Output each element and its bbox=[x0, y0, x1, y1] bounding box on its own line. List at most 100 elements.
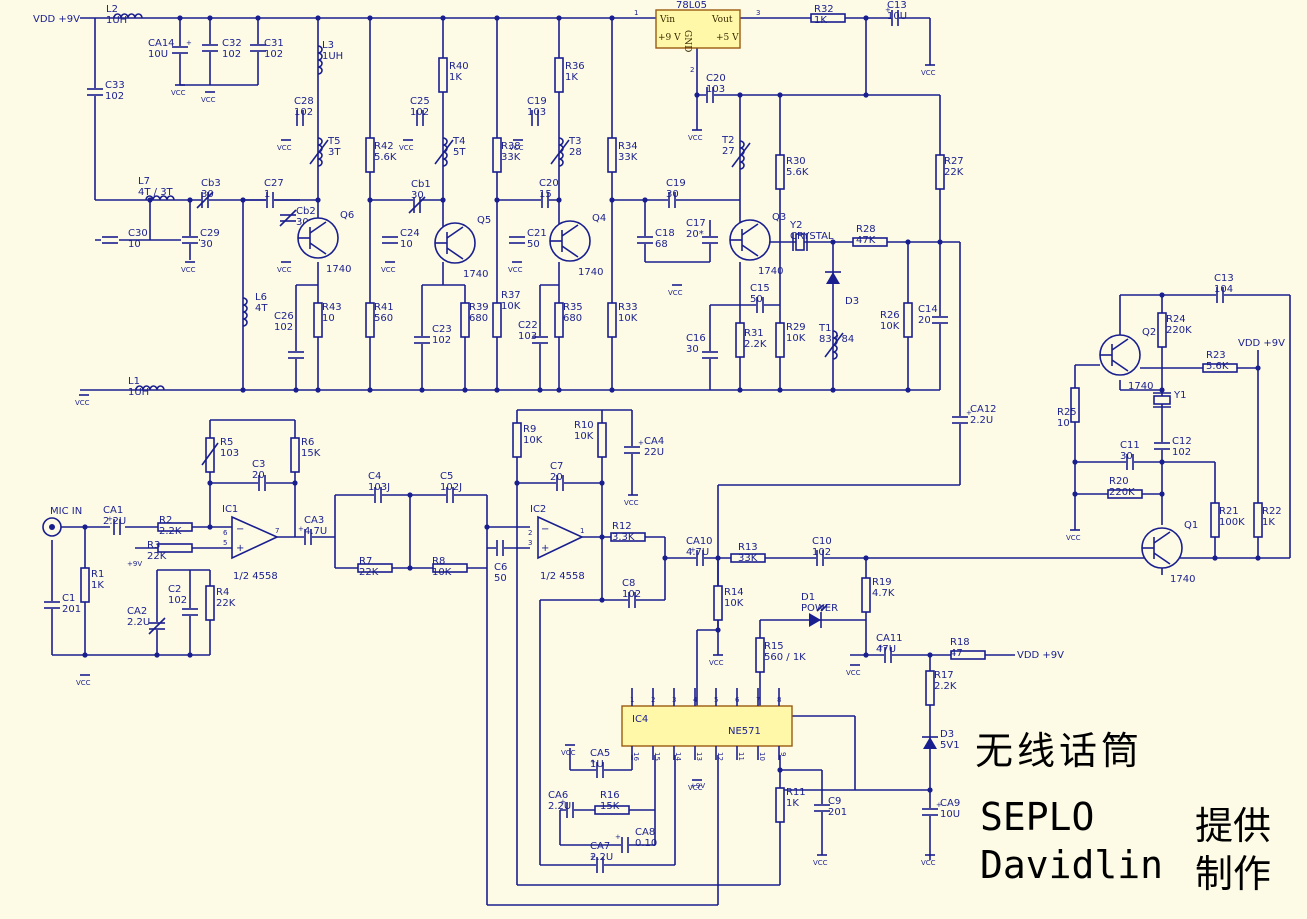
ref-r21: R21 bbox=[1219, 506, 1239, 517]
ref-r35: R35 bbox=[563, 302, 583, 313]
junction-dot bbox=[905, 387, 911, 393]
junction-dot bbox=[599, 597, 605, 603]
junction-dot bbox=[240, 197, 246, 203]
ref-y2: Y2 bbox=[789, 220, 802, 231]
ground-symbol: VCC bbox=[508, 261, 523, 274]
value-r19: 4.7K bbox=[872, 588, 895, 599]
junction-dot bbox=[407, 492, 413, 498]
ref-c20a: C20 bbox=[706, 73, 726, 84]
ref-r30: R30 bbox=[786, 156, 806, 167]
ref-l6: L6 bbox=[255, 292, 267, 303]
value-ca7: 2.2U bbox=[590, 852, 613, 863]
junction-dot bbox=[599, 480, 605, 486]
value-r11: 1K bbox=[786, 798, 799, 809]
rf-wires bbox=[80, 17, 961, 655]
ref-c29: C29 bbox=[200, 228, 220, 239]
ref-ca10: CA10 bbox=[686, 536, 713, 547]
junction-dot bbox=[715, 627, 721, 633]
junction-dot bbox=[830, 387, 836, 393]
vdd-label-top: VDD +9V bbox=[33, 14, 80, 25]
junction-dot bbox=[207, 15, 213, 21]
junction-dot bbox=[315, 387, 321, 393]
ref-ca6: CA6 bbox=[548, 790, 568, 801]
ground-label: VCC bbox=[277, 144, 292, 152]
value-r12: 3.3K bbox=[612, 532, 635, 543]
svg-text:+: + bbox=[690, 546, 696, 554]
value-r43: 10 bbox=[322, 313, 335, 324]
ic2-pin3: 3 bbox=[528, 539, 532, 547]
value-t5: 3T bbox=[328, 147, 341, 158]
value-r32: 1K bbox=[814, 15, 827, 26]
ic4-pin-5: 5 bbox=[714, 696, 718, 704]
ground-label: VCC bbox=[381, 266, 396, 274]
ref-cb2: Cb2 bbox=[296, 206, 316, 217]
value-c23: 102 bbox=[432, 335, 451, 346]
value-r3: 22K bbox=[147, 551, 167, 562]
ic2-part: 1/2 4558 bbox=[540, 571, 585, 582]
ic4-pin-4: 4 bbox=[693, 696, 698, 704]
value-r35: 680 bbox=[563, 313, 582, 324]
value-c14: 20 bbox=[918, 315, 931, 326]
value-r29: 10K bbox=[786, 333, 806, 344]
value-r8: 10K bbox=[432, 567, 452, 578]
ground-label: VCC bbox=[561, 749, 576, 757]
value-r30: 5.6K bbox=[786, 167, 809, 178]
ref-r37: R37 bbox=[501, 290, 521, 301]
ref-r24: R24 bbox=[1166, 314, 1186, 325]
ref-c9: C9 bbox=[828, 796, 841, 807]
value-r16: 15K bbox=[600, 801, 620, 812]
value-cb1: 30 bbox=[411, 190, 424, 201]
ic4-pin-7: 7 bbox=[756, 696, 760, 704]
ground-symbol: VCC bbox=[201, 91, 216, 104]
value-r22: 1K bbox=[1262, 517, 1275, 528]
ic2-opamp bbox=[537, 515, 584, 560]
value-t2: 27 bbox=[722, 146, 735, 157]
value-c20a: 103 bbox=[706, 84, 725, 95]
ic1-pin6: 6 bbox=[223, 529, 228, 537]
ref-r42: R42 bbox=[374, 141, 394, 152]
junction-dot bbox=[315, 197, 321, 203]
ref-r10: R10 bbox=[574, 420, 594, 431]
ref-c30: C30 bbox=[128, 228, 148, 239]
value-c19b: 30 bbox=[666, 189, 679, 200]
value-r1: 1K bbox=[91, 580, 104, 591]
ref-c23: C23 bbox=[432, 324, 452, 335]
junction-dot bbox=[777, 92, 783, 98]
value-r24: 220K bbox=[1166, 325, 1192, 336]
value-r18: 47 bbox=[950, 648, 963, 659]
junction-dot bbox=[1255, 365, 1261, 371]
ic1-pin5: 5 bbox=[223, 539, 227, 547]
junction-dot bbox=[407, 565, 413, 571]
part-number-q3: 1740 bbox=[758, 266, 783, 277]
junction-dot bbox=[777, 387, 783, 393]
value-l2: 1UH bbox=[106, 15, 127, 26]
junction-dot bbox=[937, 239, 943, 245]
value-c16: 30 bbox=[686, 344, 699, 355]
value-c5: 102J bbox=[440, 482, 462, 493]
ref-r15: R15 bbox=[764, 641, 784, 652]
svg-text:+: + bbox=[590, 758, 596, 766]
regulator-out-v: +5 V bbox=[716, 33, 739, 43]
ref-q6: Q6 bbox=[340, 210, 354, 221]
